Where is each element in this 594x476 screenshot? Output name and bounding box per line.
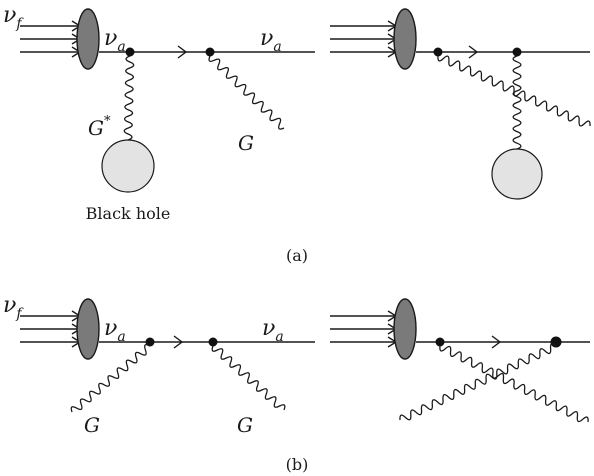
caption-b: (b)	[286, 455, 309, 474]
flavor-neutrino-label: ν	[3, 3, 16, 28]
graviton-label-2: G	[237, 413, 253, 437]
active-neutrino-label: ν	[104, 316, 117, 341]
wave-packet	[76, 298, 100, 360]
propagator-arrow	[468, 45, 479, 59]
flavor-neutrino-label: ν	[3, 293, 16, 318]
svg-text:G*: G*	[88, 114, 111, 140]
outgoing-neutrino-label: ν	[260, 26, 273, 51]
propagator-arrow	[491, 335, 502, 349]
black-hole-label: Black hole	[86, 204, 171, 223]
active-neutrino-label: ν	[104, 26, 117, 51]
svg-text:νa: νa	[104, 26, 126, 55]
graviton-line-2	[399, 343, 557, 421]
outgoing-subscript: a	[273, 39, 281, 55]
vertex-1	[435, 337, 445, 347]
svg-text:νf: νf	[3, 3, 24, 32]
vertex-2	[205, 47, 215, 57]
black-hole	[101, 139, 155, 193]
wave-packet	[393, 8, 417, 70]
propagator-arrow	[177, 45, 188, 59]
graviton-line-2	[211, 345, 286, 411]
graviton-label-1: G	[84, 413, 100, 437]
svg-text:νa: νa	[104, 316, 126, 345]
wave-packet	[76, 8, 100, 70]
diagram-a-left: νf νa νa G* G Black hole	[3, 3, 315, 223]
vertex-2	[208, 337, 218, 347]
graviton-line-1	[70, 344, 151, 413]
diagram-a-right	[330, 8, 591, 200]
active-subscript: a	[117, 329, 125, 345]
flavor-subscript: f	[15, 16, 24, 32]
virtual-graviton-line	[123, 55, 135, 141]
vertex-1	[125, 47, 135, 57]
flavor-subscript: f	[15, 306, 24, 322]
diagram-b-left: νf νa νa G G	[3, 293, 315, 437]
vertex-1	[145, 337, 155, 347]
wave-packet	[393, 298, 417, 360]
vertex-2	[512, 47, 522, 57]
virtual-graviton-line	[512, 55, 522, 150]
vertex-1	[433, 47, 443, 57]
real-graviton-line	[208, 55, 285, 130]
propagator-arrow	[173, 335, 184, 349]
real-graviton-label: G	[238, 131, 254, 155]
virtual-graviton-label: G	[88, 116, 104, 140]
outgoing-neutrino-label: ν	[262, 316, 275, 341]
svg-text:νf: νf	[3, 293, 24, 322]
real-graviton-line	[437, 55, 591, 127]
black-hole	[491, 148, 543, 200]
diagram-b-right	[330, 298, 590, 423]
virtual-graviton-superscript: *	[104, 114, 111, 129]
vertex-2	[550, 336, 562, 348]
svg-text:νa: νa	[260, 26, 282, 55]
graviton-line-1	[439, 345, 589, 423]
outgoing-subscript: a	[275, 329, 283, 345]
active-subscript: a	[117, 39, 125, 55]
caption-a: (a)	[286, 246, 308, 265]
svg-text:νa: νa	[262, 316, 284, 345]
